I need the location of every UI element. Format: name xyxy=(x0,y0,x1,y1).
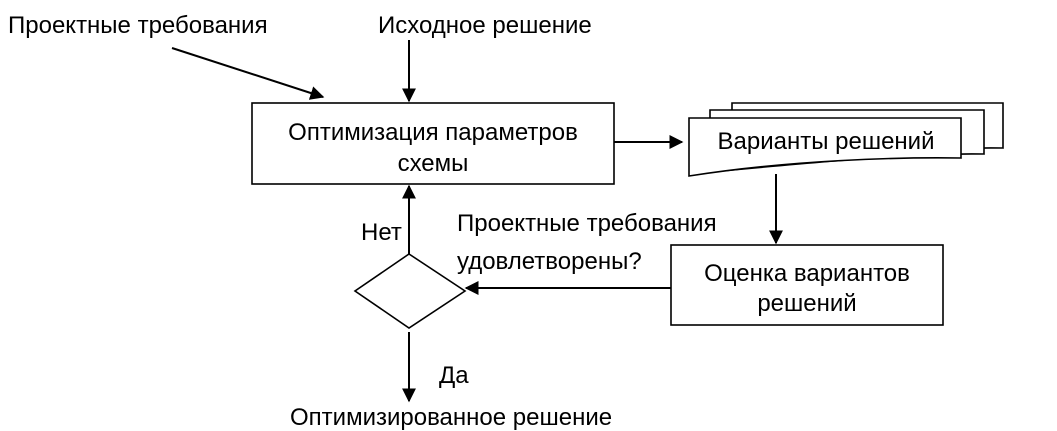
optimization-box xyxy=(251,102,615,185)
evaluation-label-line2: решений xyxy=(757,290,856,317)
yes-label: Да xyxy=(439,362,469,389)
question-label-line2: удовлетворены? xyxy=(457,248,642,275)
optimization-label-line1: Оптимизация параметров xyxy=(288,119,578,146)
variants-label: Варианты решений xyxy=(718,128,935,155)
decision-diamond xyxy=(353,253,467,329)
optimization-label-line2: схемы xyxy=(398,150,469,177)
input-initial-label: Исходное решение xyxy=(378,12,592,39)
output-label: Оптимизированное решение xyxy=(290,404,612,431)
no-label: Нет xyxy=(361,219,402,246)
requirements-arrow xyxy=(171,47,325,100)
evaluation-label-line1: Оценка вариантов xyxy=(704,260,910,287)
variants-document-front xyxy=(688,117,962,177)
question-label-line1: Проектные требования xyxy=(457,210,717,237)
evaluation-box xyxy=(670,244,944,326)
input-requirements-label: Проектные требования xyxy=(8,12,268,39)
